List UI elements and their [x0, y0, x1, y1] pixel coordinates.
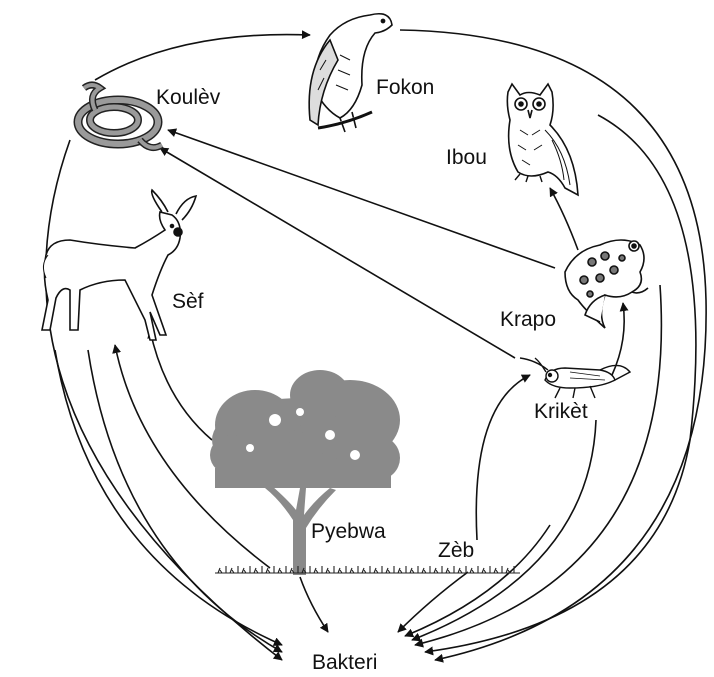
label-frog: Krapo: [500, 308, 556, 331]
owl-illustration: [507, 84, 578, 195]
arrow-grass-to-cricket: [476, 375, 530, 540]
deer-illustration: [42, 190, 196, 340]
label-tree: Pyebwa: [311, 520, 386, 543]
tree-illustration: [210, 370, 400, 575]
arrow-cricket-to-snake: [160, 148, 515, 358]
snake-illustration: [78, 85, 162, 148]
arrow-tree-to-deer: [150, 330, 212, 440]
label-snake: Koulèv: [156, 86, 221, 109]
frog-illustration: [565, 240, 648, 328]
label-bacteria: Bakteri: [312, 651, 377, 674]
arrow-frog-to-bacteria: [415, 285, 661, 645]
hawk-illustration: [309, 14, 392, 132]
label-deer: Sèf: [172, 290, 204, 313]
arrows: [46, 30, 706, 660]
arrow-frog-to-snake: [168, 130, 555, 268]
label-hawk: Fokon: [376, 76, 434, 99]
arrow-snake-to-hawk: [95, 35, 310, 80]
label-cricket: Krikèt: [534, 400, 588, 423]
arrow-tree-to-bacteria: [300, 577, 328, 632]
arrow-hawk-to-bacteria: [400, 30, 706, 660]
arrow-grass-to-bacteria-2: [405, 525, 550, 636]
arrow-frog-to-owl: [550, 188, 578, 250]
cricket-illustration: [520, 358, 630, 398]
label-owl: Ibou: [446, 146, 487, 169]
grass-strip: [215, 566, 520, 573]
label-grass: Zèb: [438, 539, 474, 562]
arrow-cricket-to-frog: [612, 303, 624, 375]
